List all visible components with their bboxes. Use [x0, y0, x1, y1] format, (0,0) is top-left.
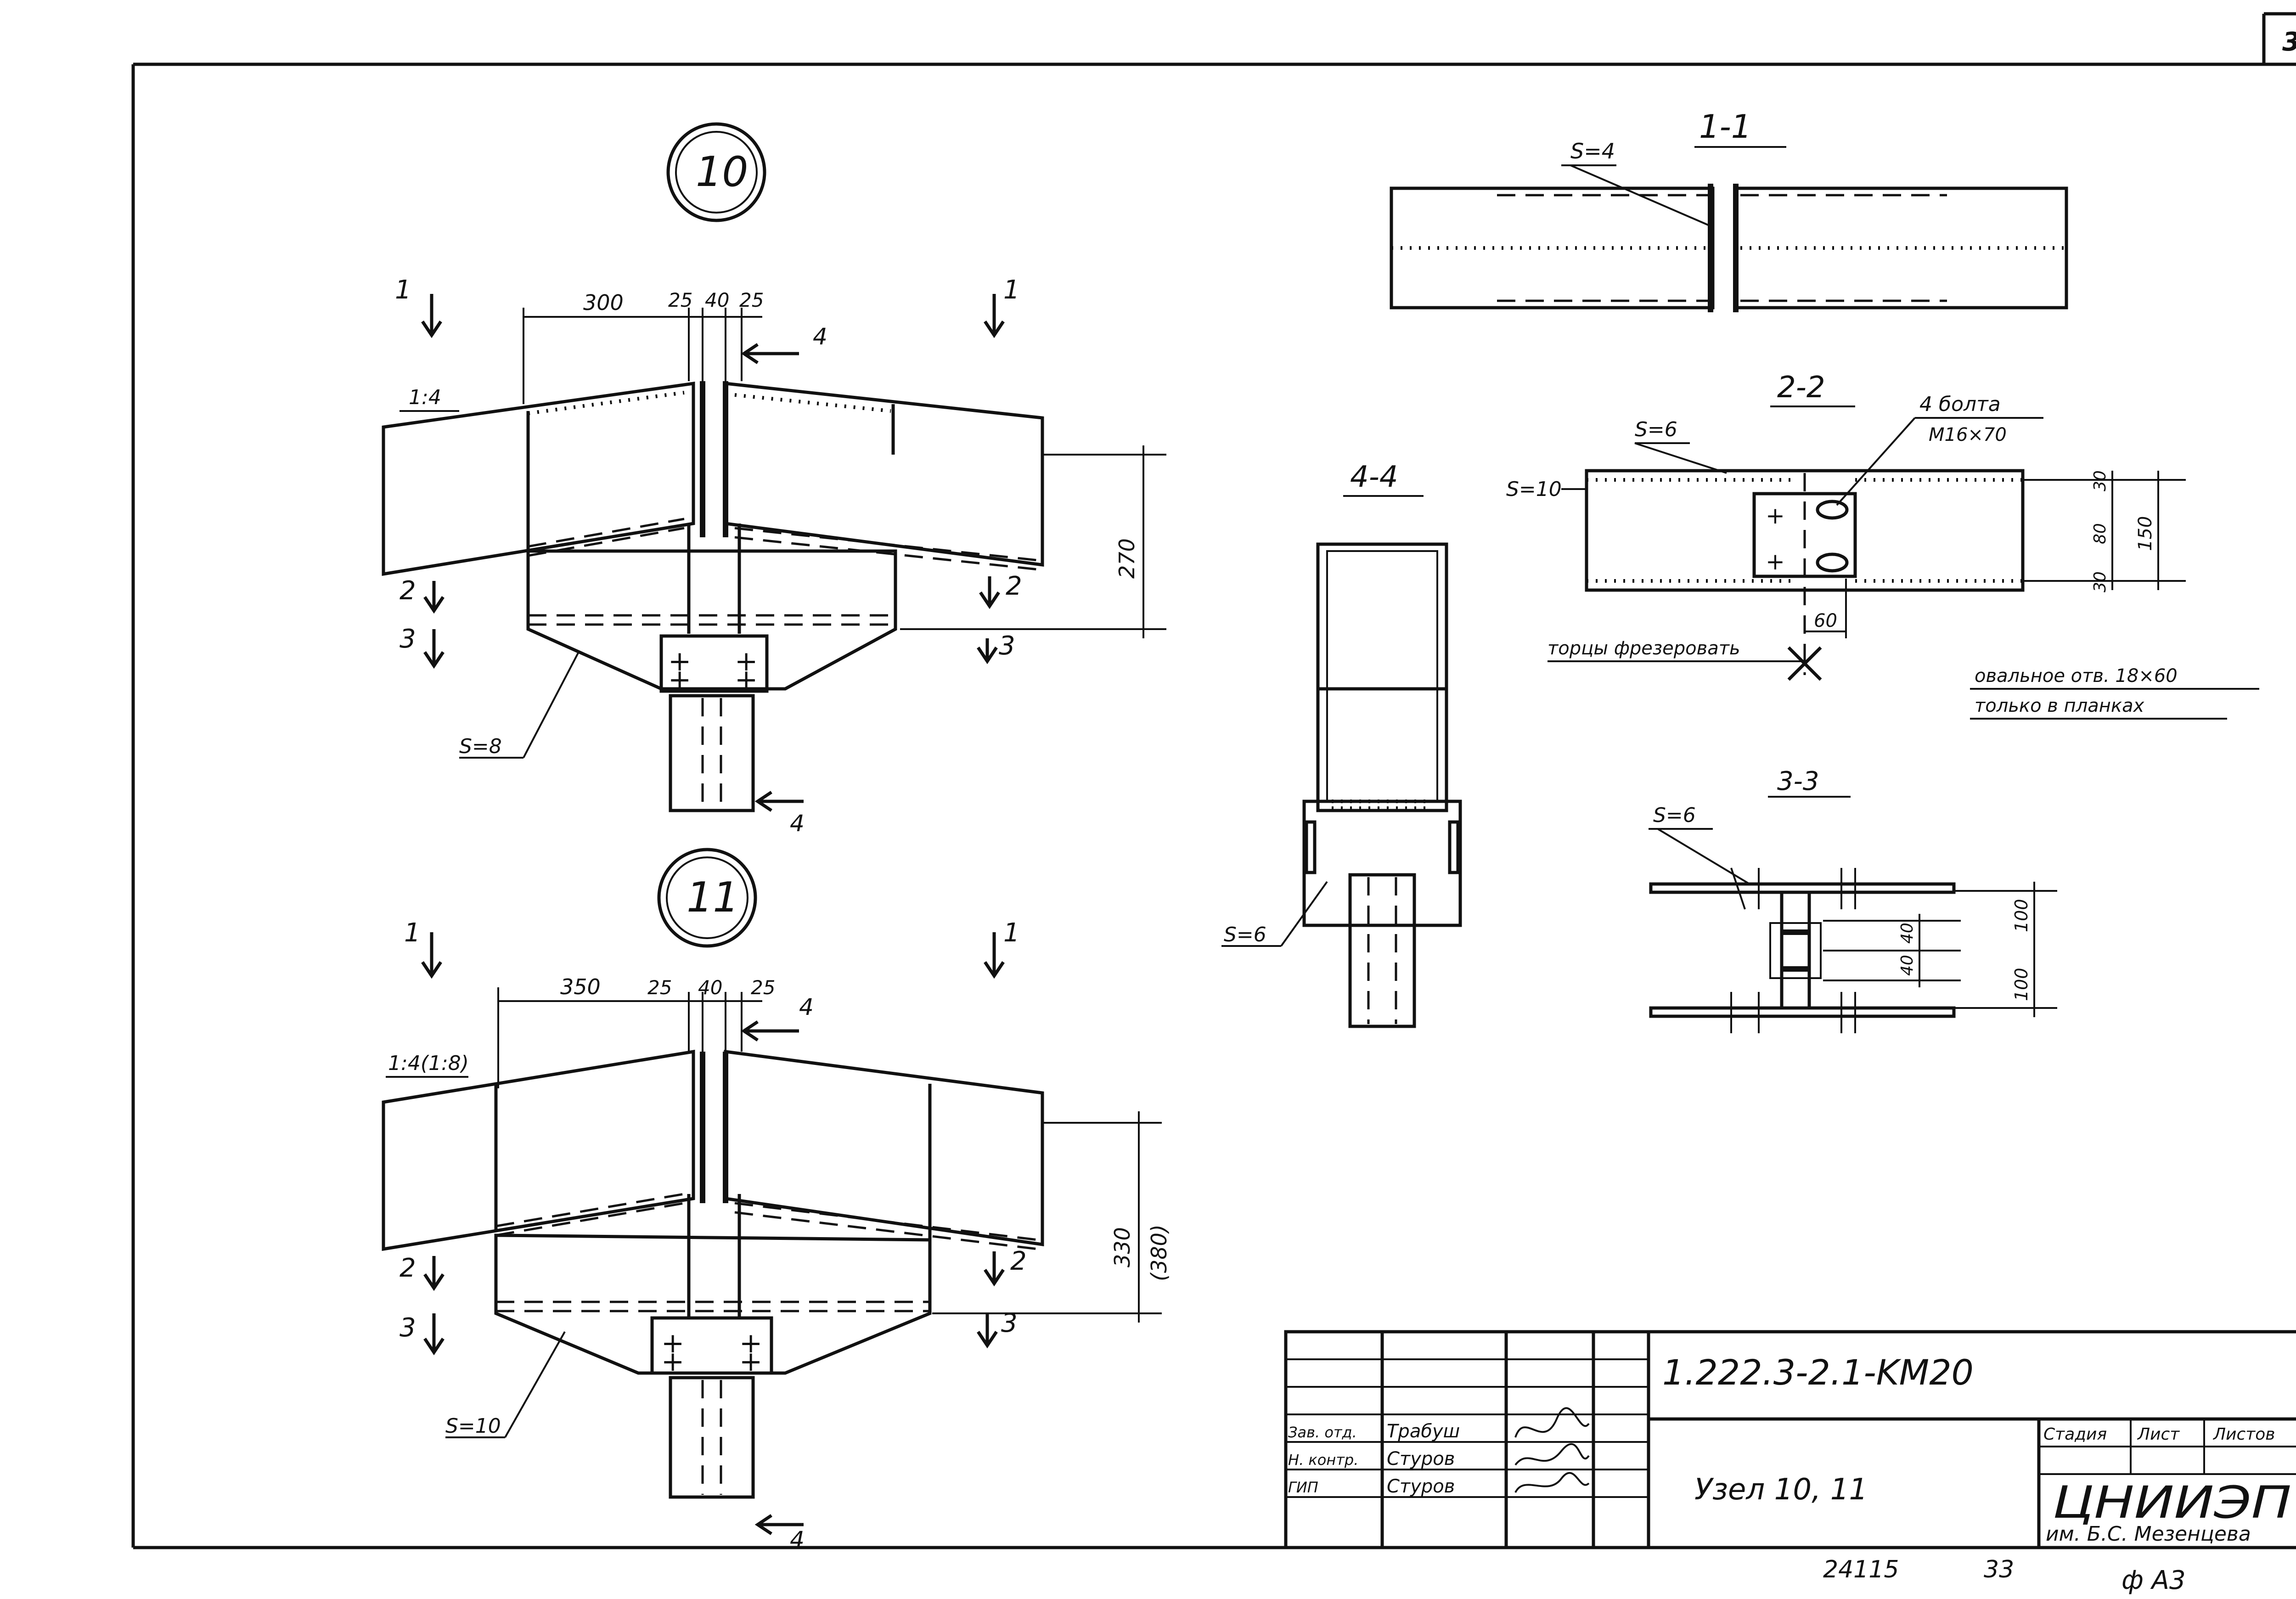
signature-2 — [1514, 1443, 1590, 1466]
node-11-drawing: 11 350 25 40 25 1:4(1:8) + + + + — [382, 848, 1171, 1553]
section-2-2-s-top: S=6 — [1635, 418, 1677, 441]
section-1-1: 1-1 S=4 — [1390, 108, 2068, 312]
svg-text:+: + — [668, 645, 691, 677]
node-10-section-3-left: 3 — [400, 624, 416, 654]
section-2-2-dim-150: 150 — [2135, 516, 2156, 551]
node-11-section-4-top: 4 — [799, 994, 814, 1020]
section-2-2-s-left: S=10 — [1506, 478, 1562, 501]
section-1-1-title: 1-1 — [1699, 108, 1751, 146]
node-10-section-3-right: 3 — [999, 631, 1015, 661]
section-3-3: 3-3 S=6 40 40 100 100 — [1649, 766, 2057, 1033]
section-3-3-dim-100b: 100 — [2011, 968, 2032, 1001]
node-11-dim-d: 25 — [751, 976, 775, 999]
node-10-section-2-right: 2 — [1006, 571, 1022, 601]
role-2: Н. контр. — [1288, 1451, 1358, 1469]
node-11-dim-c: 40 — [698, 976, 722, 999]
node-11-section-1-left: 1 — [404, 918, 421, 948]
section-3-3-title: 3-3 — [1777, 766, 1819, 796]
node-10-dim-a: 300 — [583, 290, 624, 315]
section-2-2-dim-30b: 30 — [2091, 571, 2110, 592]
sheet-number: 32 — [2282, 27, 2296, 57]
node-10-slope: 1:4 — [409, 386, 441, 409]
node-11-section-4-bottom: 4 — [790, 1526, 805, 1553]
node-10-section-1-right: 1 — [1003, 275, 1020, 305]
svg-text:+: + — [661, 1346, 684, 1378]
node-10-drawing: 10 300 25 40 25 1:4 + — [382, 122, 1166, 837]
signature-1 — [1514, 1407, 1590, 1438]
section-2-2-milling-note: торцы фрезеровать — [1548, 638, 1740, 659]
section-2-2-dim-60: 60 — [1814, 610, 1837, 631]
format-label: ф А3 — [2122, 1565, 2186, 1595]
role-3: ГИП — [1288, 1479, 1318, 1496]
svg-text:+: + — [735, 645, 758, 677]
sheet-header: Лист — [2137, 1425, 2180, 1444]
organization-sub: им. Б.С. Мезенцева — [2046, 1522, 2251, 1546]
node-10-section-2-left: 2 — [400, 576, 416, 606]
node-10-height-dim: 270 — [1114, 538, 1139, 579]
drawing-title: Узел 10, 11 — [1694, 1473, 1868, 1507]
node-11-plate: S=10 — [445, 1414, 501, 1438]
node-11-section-3-right: 3 — [1001, 1308, 1018, 1338]
name-2: Стуров — [1387, 1448, 1455, 1470]
name-3: Стуров — [1387, 1476, 1455, 1497]
svg-text:+: + — [739, 1327, 762, 1359]
node-11-section-2-right: 2 — [1010, 1246, 1027, 1276]
section-4-4-s-label: S=6 — [1224, 923, 1266, 946]
title-block: 1.222.3-2.1-KM20 Узел 10, 11 Стадия Лист… — [1284, 1330, 2296, 1549]
section-2-2-dim-80: 80 — [2091, 523, 2110, 544]
document-code: 1.222.3-2.1-KM20 — [1662, 1352, 1974, 1393]
node-10-dim-d: 25 — [739, 289, 764, 311]
name-1: Трабуш — [1387, 1421, 1460, 1442]
section-4-4-title: 4-4 — [1350, 460, 1398, 494]
section-3-3-s-label: S=6 — [1653, 804, 1696, 827]
svg-text:+: + — [735, 664, 758, 696]
node-10-plate: S=8 — [459, 735, 502, 758]
svg-text:+: + — [668, 664, 691, 696]
section-2-2-oval-note2: только в планках — [1975, 695, 2144, 716]
section-2-2-bolts: 4 болта — [1919, 393, 2001, 416]
node-11-dim-b: 25 — [647, 976, 672, 999]
node-11-height-dim: 330 — [1110, 1227, 1135, 1267]
section-2-2-title: 2-2 — [1777, 371, 1825, 405]
section-2-2-dim-30a: 30 — [2091, 470, 2110, 491]
node-10-label: 10 — [696, 148, 748, 196]
node-10-dim-b: 25 — [668, 289, 692, 311]
section-1-1-s-label: S=4 — [1570, 139, 1615, 163]
svg-text:+: + — [1766, 548, 1785, 575]
node-11-dim-a: 350 — [560, 974, 601, 999]
node-11-section-2-left: 2 — [400, 1253, 416, 1283]
section-3-3-dim-40a: 40 — [1898, 923, 1917, 944]
node-11-section-3-left: 3 — [400, 1313, 416, 1343]
node-10-section-4-bottom: 4 — [790, 810, 805, 837]
section-4-4: 4-4 S=6 — [1221, 460, 1462, 1028]
node-10-section-1-left: 1 — [395, 275, 411, 305]
svg-text:+: + — [661, 1327, 684, 1359]
inventory-number: 24115 — [1823, 1556, 1899, 1583]
section-3-3-dim-40b: 40 — [1898, 955, 1917, 976]
svg-text:+: + — [739, 1346, 762, 1378]
node-11-section-1-right: 1 — [1003, 918, 1020, 948]
signature-3 — [1514, 1472, 1590, 1493]
node-11-height-dim-alt: (380) — [1147, 1224, 1171, 1281]
sheet-frame — [131, 12, 2296, 1549]
role-1: Зав. отд. — [1288, 1424, 1357, 1441]
copy-number: 33 — [1984, 1556, 2014, 1583]
section-2-2-bolt-spec: М16×70 — [1929, 424, 2007, 445]
node-10-dim-c: 40 — [705, 289, 729, 311]
svg-text:+: + — [1766, 502, 1785, 529]
section-2-2: 2-2 + + S=10 S=6 4 болта М16×70 30 80 30… — [1506, 371, 2259, 720]
sheets-header: Листов — [2212, 1425, 2275, 1444]
node-10-section-4-top: 4 — [813, 323, 827, 350]
section-2-2-oval-note: овальное отв. 18×60 — [1975, 665, 2178, 687]
node-11-slope: 1:4(1:8) — [388, 1052, 469, 1075]
stage-header: Стадия — [2043, 1425, 2107, 1444]
node-11-label: 11 — [687, 873, 739, 922]
organization: ЦНИИЭП — [2053, 1477, 2291, 1528]
section-3-3-dim-100a: 100 — [2011, 899, 2032, 932]
